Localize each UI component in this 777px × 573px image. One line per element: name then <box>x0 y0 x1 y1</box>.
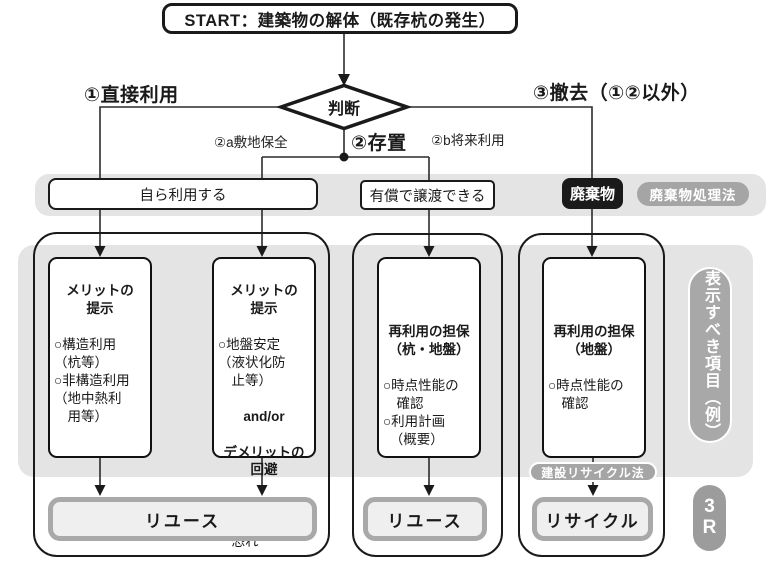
box-waste: 廃棄物 <box>562 178 623 209</box>
arrowhead-reuse-left-b <box>256 485 268 496</box>
card2-connector: and/or <box>243 408 285 424</box>
card-merit-ground: メリットの 提示 ○地盤安定 （液状化防 止等） and/or デメリットの 回… <box>212 257 316 549</box>
card-reuse-guarantee-pile-ground: 再利用の担保 （杭・地盤） ○時点性能の 確認 ○利用計画 （概要） <box>377 257 481 458</box>
branch-label-future-use: ②b将来利用 <box>431 133 505 148</box>
card3-body: ○時点性能の 確認 ○利用計画 （概要） <box>383 377 459 447</box>
arrow-branch1 <box>99 106 281 246</box>
card2-body1: ○地盤安定 （液状化防 止等） <box>218 336 286 388</box>
box-self-use-label: 自ら利用する <box>139 187 227 204</box>
pill-display-items: 表示すべき項目（例） <box>688 267 732 443</box>
card4-body: ○時点性能の 確認 <box>548 377 624 411</box>
box-self-use: 自ら利用する <box>48 178 318 210</box>
outcome-reuse-left-label: リユース <box>144 511 221 531</box>
card1-body: ○構造利用 （杭等） ○非構造利用 （地中熱利 用等） <box>54 336 130 424</box>
box-paid-transfer-label: 有償で譲渡できる <box>369 188 486 205</box>
outcome-reuse-left: リユース <box>48 497 317 541</box>
outcome-reuse-mid: リユース <box>363 497 487 541</box>
box-waste-label: 廃棄物 <box>569 186 615 203</box>
outcome-recycle-label: リサイクル <box>545 511 640 531</box>
card-reuse-guarantee-ground: 再利用の担保 （地盤） ○時点性能の 確認 <box>542 257 646 458</box>
branch-label-leave-in-place: ②存置 <box>351 133 407 154</box>
branch-label-removal: ③撤去（①②以外） <box>533 83 700 104</box>
container-left <box>33 232 330 557</box>
pill-waste-law-label: 廃棄物処理法 <box>649 188 737 203</box>
container-middle <box>352 233 503 557</box>
card2-heading: メリットの 提示 <box>230 282 298 316</box>
pill-recycle-law: 建設リサイクル法 <box>529 462 657 482</box>
arrowhead-reuse-left-a <box>94 485 106 496</box>
arrowhead-recycle <box>587 485 599 496</box>
arrowhead-card1 <box>94 246 106 257</box>
branch-label-direct-use: ①直接利用 <box>84 85 179 106</box>
box-paid-transfer: 有償で譲渡できる <box>360 180 495 210</box>
junction-dot <box>339 152 349 162</box>
arrowhead-card2 <box>256 246 268 257</box>
start-label: START：建築物の解体（既存杭の発生） <box>184 11 496 30</box>
card3-heading: 再利用の担保 （杭・地盤） <box>388 323 470 357</box>
card2-heading2: デメリットの 回避 <box>223 444 305 478</box>
arrowhead-card3 <box>423 246 435 257</box>
decision-node-label: 判断 <box>281 97 407 118</box>
start-node: START：建築物の解体（既存杭の発生） <box>162 3 518 34</box>
arrowhead-decision <box>338 74 350 86</box>
pill-display-items-label: 表示すべき項目（例） <box>702 270 719 440</box>
branch-label-site-preservation: ②a敷地保全 <box>214 135 288 150</box>
arrow-branch3 <box>407 106 593 246</box>
decision-text: 判断 <box>327 101 360 118</box>
container-right <box>518 233 665 557</box>
card4-heading: 再利用の担保 （地盤） <box>553 323 635 357</box>
pill-recycle-law-label: 建設リサイクル法 <box>541 465 645 480</box>
pill-waste-law: 廃棄物処理法 <box>637 182 749 206</box>
outcome-recycle: リサイクル <box>532 497 653 541</box>
badge-3r-label: 3 R <box>702 496 717 538</box>
badge-3r: 3 R <box>693 485 726 551</box>
decision-diamond <box>275 83 413 131</box>
card1-heading: メリットの 提示 <box>66 282 134 316</box>
card-merit-structural: メリットの 提示 ○構造利用 （杭等） ○非構造利用 （地中熱利 用等） <box>48 257 152 458</box>
arrowhead-reuse-mid <box>423 485 435 496</box>
outcome-reuse-mid-label: リユース <box>387 511 463 531</box>
arrowhead-card4 <box>586 246 598 257</box>
